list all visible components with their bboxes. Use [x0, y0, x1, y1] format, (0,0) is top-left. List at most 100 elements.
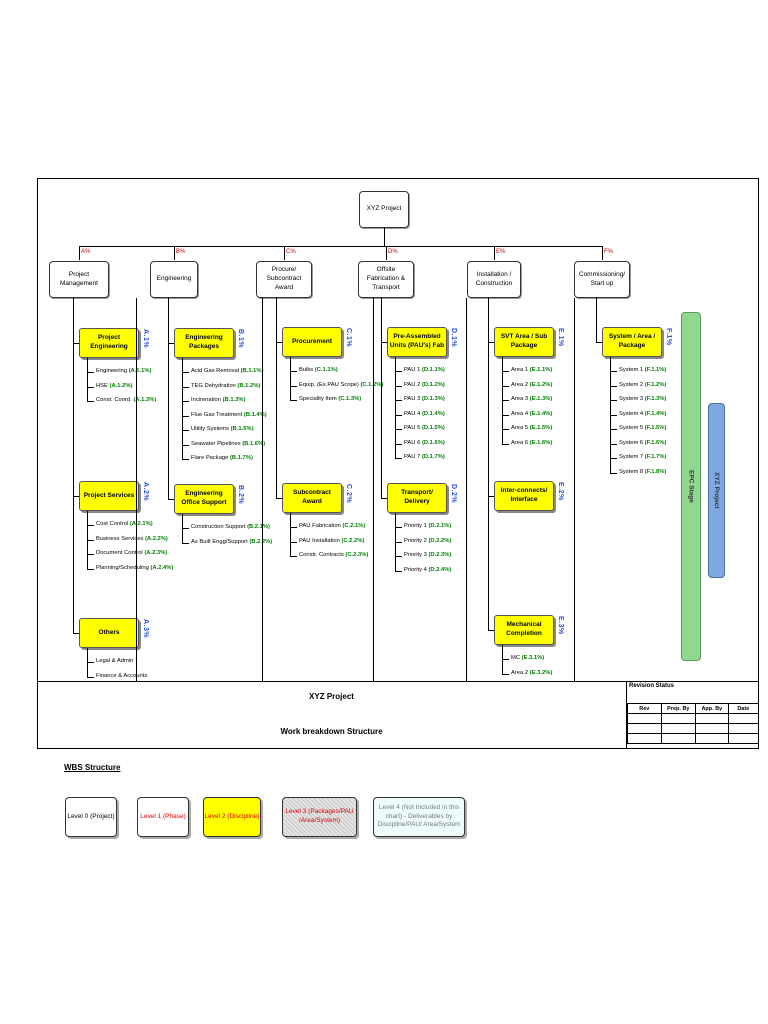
discipline-code: E.1%	[557, 328, 564, 347]
phase-node: Procure/ Subcontract Award	[256, 261, 312, 298]
revision-cell	[627, 713, 662, 724]
package-item: PAU 2 (D.1.2%)	[404, 382, 445, 389]
revision-header-cell: Date	[727, 703, 760, 714]
item-tick	[502, 429, 509, 430]
phase-trunk	[73, 298, 74, 633]
branch-line	[73, 496, 79, 497]
discipline-node: Inter-connects/ Interface	[494, 481, 554, 511]
package-item-label: PAU 5	[404, 425, 422, 431]
phase-drop	[386, 246, 387, 260]
package-item-code: (E.3.2%)	[529, 669, 553, 676]
package-item-label: Area 4	[511, 410, 530, 417]
package-item-code: (D.1.2%)	[421, 381, 445, 388]
package-item-label: Priority 2	[404, 537, 429, 544]
package-item-code: (A.1.2%)	[109, 382, 133, 389]
item-tick	[610, 458, 617, 459]
item-tick	[395, 527, 402, 528]
package-item-label: PAU 7	[404, 454, 422, 460]
package-item-label: Priority 1	[404, 523, 429, 529]
package-item-code: (A.2.3%)	[144, 550, 168, 556]
package-item-label: System 7	[619, 454, 645, 460]
package-item: As Built Engg/Support (B.2.2%)	[191, 539, 272, 546]
item-tick	[502, 673, 509, 675]
phase-bus	[79, 246, 603, 247]
package-item: Bulks (C.1.1%)	[299, 367, 338, 374]
package-item-code: (D.1.6%)	[421, 439, 445, 446]
revision-header-cell: Rev	[627, 703, 662, 714]
package-item-label: System 8	[619, 468, 645, 475]
item-tick	[610, 400, 617, 401]
discipline-code: B.1%	[237, 329, 244, 349]
root-connector	[384, 228, 385, 246]
phase-percent: E%	[496, 249, 506, 255]
column-separator	[262, 298, 263, 682]
legend-level-1: Level 1 (Phase)	[137, 797, 189, 837]
item-tick	[610, 414, 617, 416]
discipline-node: Subcontract Award	[282, 483, 342, 513]
package-item-code: (F.1.5%)	[644, 425, 667, 431]
revision-cell	[727, 733, 760, 744]
package-item-label: System 6	[619, 439, 645, 446]
item-trunk	[182, 358, 183, 459]
package-item: Planning/Scheduling (A.2.4%)	[96, 565, 173, 572]
branch-line	[276, 342, 282, 343]
package-item: HSE (A.1.2%)	[96, 383, 132, 390]
package-item-code: (B.2.2%)	[249, 538, 273, 545]
discipline-code: F.1%	[665, 328, 672, 346]
diagram-frame	[37, 178, 759, 749]
phase-drop	[284, 246, 285, 260]
package-item-code: (B.1.4%)	[243, 411, 267, 418]
package-item-code: (D.1.3%)	[421, 396, 445, 402]
package-item-code: (D.1.4%)	[421, 410, 445, 417]
package-item-label: Seawater Pipelines	[191, 440, 243, 447]
package-item: Flue Gas Treatment (B.1.4%)	[191, 412, 267, 419]
discipline-node: SVT Area / Sub Package	[494, 327, 554, 357]
revision-header-cell: App. By	[695, 703, 729, 714]
package-item: Area 2 (E.3.2%)	[511, 670, 552, 677]
package-item-label: Utility Systems	[191, 426, 231, 432]
package-item-label: Finance & Accounts	[96, 672, 148, 679]
package-item-code: (B.1.1%)	[240, 368, 264, 374]
revision-cell	[695, 713, 729, 724]
package-item: Equip. (Ex.PAU Scope) (C.1.2%)	[299, 382, 383, 389]
legend-heading: WBS Structure	[64, 763, 121, 772]
item-tick	[395, 400, 402, 401]
package-item: PAU 1 (D.1.1%)	[404, 367, 445, 374]
package-item: Seawater Pipelines (B.1.6%)	[191, 441, 265, 448]
branch-line	[276, 498, 282, 499]
package-item: PAU 6 (D.1.6%)	[404, 440, 445, 447]
discipline-node: System / Area / Package	[602, 327, 662, 357]
item-tick	[610, 385, 617, 387]
discipline-node: Transport/ Delivery	[387, 483, 447, 513]
item-tick	[395, 570, 402, 572]
item-tick	[290, 400, 297, 401]
revision-cell	[660, 713, 697, 724]
package-item-label: Area 5	[511, 425, 530, 431]
package-item: Priority 2 (D.2.2%)	[404, 538, 451, 545]
package-item-code: (F.1.3%)	[644, 396, 667, 402]
package-item-code: (F.1.4%)	[644, 410, 667, 417]
package-item-code: (F.1.1%)	[644, 367, 667, 373]
discipline-code: A.2%	[142, 482, 149, 502]
phase-node: Commissioning/ Start up	[574, 261, 630, 298]
package-item-label: Priority 3	[404, 552, 429, 558]
package-item-code: (E.1.1%)	[529, 367, 553, 373]
package-item-code: (E.1.3%)	[529, 396, 553, 402]
revision-cell	[695, 723, 729, 734]
item-tick	[182, 528, 189, 529]
phase-drop	[602, 246, 603, 260]
phase-drop	[79, 246, 80, 260]
package-item-code: (A.2.4%)	[150, 564, 174, 571]
branch-line	[488, 342, 494, 343]
package-item-label: PAU Installation	[299, 537, 342, 544]
package-item: System 3 (F.1.3%)	[619, 396, 666, 403]
package-item: Area 5 (E.1.5%)	[511, 425, 552, 432]
package-item: Cost Control (A.2.1%)	[96, 521, 153, 528]
phase-trunk	[488, 298, 489, 630]
package-item-code: (C.1.1%)	[314, 367, 338, 373]
package-item-code: (E.1.5%)	[529, 425, 553, 431]
package-item-label: Document Control	[96, 550, 145, 556]
package-item-label: TEG Dehydration	[191, 382, 238, 389]
column-separator	[574, 298, 575, 682]
revision-cell	[627, 723, 662, 734]
